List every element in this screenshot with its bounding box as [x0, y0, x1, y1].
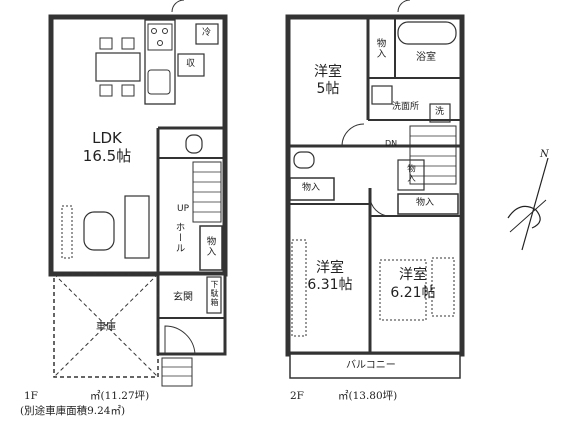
floor1-caption-note: (別途車庫面積9.24㎡) — [20, 405, 126, 417]
floor1-caption-area: ㎡(11.27坪) — [90, 390, 150, 402]
sofa — [124, 195, 150, 259]
entrance-steps — [161, 357, 193, 387]
balcony-label: バルコニー — [346, 360, 396, 371]
coffee-table — [83, 211, 115, 251]
room-b-size: 6.31帖 — [307, 277, 353, 293]
closet-right — [397, 193, 459, 215]
room-c-size: 6.21帖 — [390, 285, 436, 301]
floor2-caption-floor: 2F — [290, 390, 304, 402]
garage-label: 車庫 — [96, 322, 116, 333]
floor2-outer-wall — [285, 14, 465, 357]
bed-room-c — [379, 259, 427, 321]
room-a-size: 5帖 — [316, 81, 340, 97]
washer-label: 洗 — [435, 107, 445, 117]
toilet-floor2 — [293, 151, 315, 169]
balcony-area — [289, 353, 461, 379]
hall-label: ホール — [173, 222, 185, 254]
entrance-label: 玄関 — [173, 292, 193, 303]
washer-box — [429, 103, 451, 123]
kitchen-counter — [144, 19, 176, 105]
bathtub — [397, 21, 457, 45]
toilet-floor1 — [185, 134, 203, 154]
closet-right-label: 物入 — [416, 198, 435, 208]
stairs-floor2 — [409, 125, 457, 185]
tv-stand — [61, 205, 73, 259]
closet-left — [289, 177, 335, 201]
closet-top-label: 物入 — [374, 38, 386, 59]
shoe-box — [206, 276, 222, 314]
compass-north-label: N — [540, 149, 549, 160]
ldk-name: LDK — [92, 129, 122, 147]
room-c-name: 洋室 — [399, 267, 427, 283]
compass-rose — [507, 157, 549, 251]
floor1-outer-wall — [48, 14, 228, 277]
bath-label: 浴室 — [416, 52, 436, 63]
floor1-caption-floor: 1F — [24, 390, 38, 402]
wash-basin — [371, 85, 393, 105]
up-label: UP — [177, 204, 190, 214]
hall-closet — [199, 225, 223, 271]
ldk-size: 16.5帖 — [82, 147, 132, 165]
hall-closet-label: 物入 — [204, 236, 216, 257]
storage-box — [177, 53, 205, 77]
dn-label: DN — [385, 139, 398, 148]
garage-area — [53, 273, 159, 378]
fridge-box — [195, 23, 219, 45]
closet-small — [397, 159, 425, 191]
room-b-name: 洋室 — [316, 260, 344, 276]
room-b-closet — [291, 239, 307, 337]
floor2-plan — [285, 0, 465, 379]
room-a-name: 洋室 — [314, 64, 342, 80]
kitchen-sink — [147, 69, 171, 95]
shoe-box-label: 下駄箱 — [210, 280, 219, 307]
dining-table — [95, 52, 141, 82]
floor2-caption-area: ㎡(13.80坪) — [338, 390, 398, 402]
washroom-label: 洗面所 — [392, 102, 420, 112]
kitchen-stove — [147, 23, 173, 51]
closet-small-label: 物入 — [405, 164, 416, 183]
floor1-plan — [48, 0, 228, 387]
storage-label: 収 — [186, 59, 196, 69]
closet-left-label: 物入 — [302, 183, 321, 193]
fridge-label: 冷 — [202, 28, 212, 38]
